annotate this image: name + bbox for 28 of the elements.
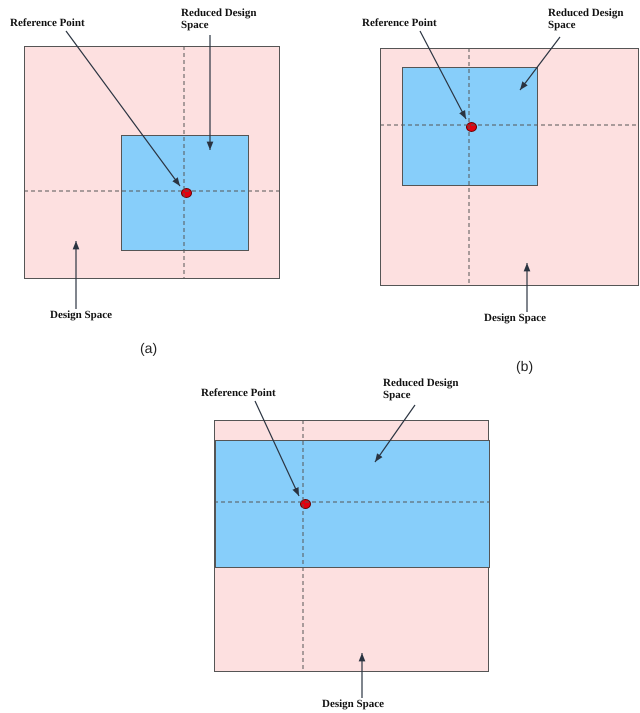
leader-arrow: [72, 241, 80, 309]
leader-arrow: [419, 30, 467, 120]
callout-label: Reference Point: [10, 17, 116, 31]
callout-label: Reference Point: [201, 387, 313, 401]
panel-caption: (b): [516, 358, 534, 374]
reduced-space-region: [215, 440, 490, 568]
leader-arrow: [66, 30, 180, 186]
callout-label: Design Space: [484, 312, 582, 326]
design-space-region: [214, 420, 489, 672]
leader-arrow: [524, 263, 530, 312]
panel-caption: (a): [140, 340, 158, 356]
reference-point-dot: [466, 122, 477, 132]
design-space-region: [24, 46, 280, 279]
design-space-region: [380, 48, 639, 286]
leader-arrow: [374, 404, 416, 462]
callout-label: Reduced Design Space: [383, 377, 461, 405]
callout-label: Reduced Design Space: [181, 7, 259, 35]
leader-arrow: [206, 35, 214, 150]
callout-label: Design Space: [322, 698, 420, 712]
callout-label: Reference Point: [362, 17, 476, 31]
reduced-space-region: [121, 135, 249, 251]
leader-arrow: [520, 36, 560, 90]
leader-arrow: [254, 400, 300, 496]
reference-point-dot: [181, 188, 192, 198]
leader-arrow: [358, 653, 366, 698]
callout-label: Reduced Design Space: [548, 7, 626, 35]
callout-label: Design Space: [50, 309, 146, 323]
reduced-space-region: [402, 67, 538, 186]
